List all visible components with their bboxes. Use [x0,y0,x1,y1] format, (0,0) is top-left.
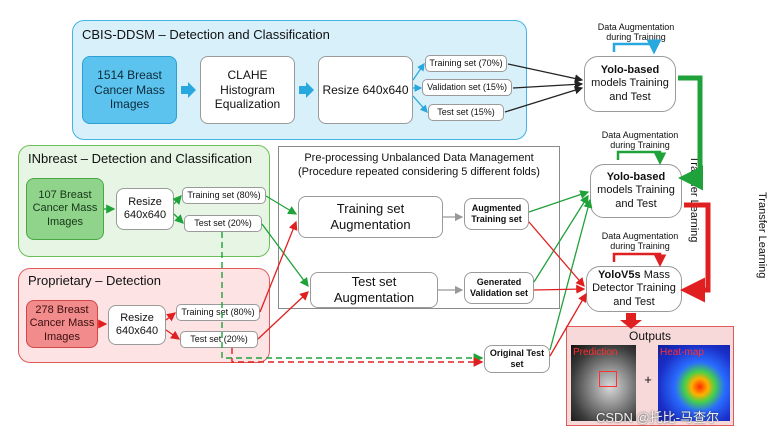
proprietary-test-node: Test set (20%) [180,331,258,348]
model3-bold: YoloV5s [598,269,641,282]
cbis-clahe-node: CLAHE Histogram Equalization [200,56,295,124]
test-aug-node: Test set Augmentation [310,272,438,308]
transfer-learning-label-2: Transfer Learning [756,192,768,279]
proprietary-resize-node: Resize 640x640 [108,305,166,345]
original-label: Original Test set [489,348,545,369]
transfer-learning-label-1: Transfer Learning [688,156,700,243]
inbreast-train-node: Training set (80%) [182,187,266,204]
aug-loop-3 [612,252,667,267]
aug-loop-1 [612,39,662,55]
inbreast-resize-node: Resize 640x640 [116,188,174,230]
proprietary-input-label: 278 Breast Cancer Mass Images [29,304,95,343]
aug-label-1: Data Augmentation during Training [597,22,675,43]
proprietary-test-label: Test set (20%) [190,334,248,345]
inbreast-resize-label: Resize 640x640 [123,195,167,221]
cbis-ddsm-title: CBIS-DDSM – Detection and Classification [82,27,330,42]
inbreast-input-label: 107 Breast Cancer Mass Images [32,189,98,228]
cbis-clahe-label: CLAHE Histogram Equalization [214,68,281,112]
model3-text: YoloV5s Mass Detector Training and Test [587,269,681,309]
generated-node: Generated Validation set [464,272,534,304]
cbis-resize-label: Resize 640x640 [322,82,409,97]
cbis-resize-node: Resize 640x640 [318,56,413,124]
test-aug-label: Test set Augmentation [333,274,415,305]
inbreast-test-node: Test set (20%) [184,215,262,232]
cbis-val-node: Validation set (15%) [422,79,512,96]
prediction-image: Prediction [571,345,636,421]
proprietary-input-node: 278 Breast Cancer Mass Images [26,300,98,348]
aug-label-2: Data Augmentation during Training [601,130,679,151]
proprietary-train-node: Training set (80%) [176,304,260,321]
preprocessing-title-line1: Pre-processing Unbalanced Data Managemen… [304,152,534,164]
cbis-test-node: Test set (15%) [428,104,504,121]
model1-bold: Yolo-based [600,64,660,77]
cbis-train-label: Training set (70%) [429,58,503,69]
aug-loop-2 [616,150,667,165]
outputs-title: Outputs [628,329,672,343]
cbis-test-label: Test set (15%) [437,107,495,118]
prediction-label: Prediction [573,347,618,358]
original-node: Original Test set [484,345,550,373]
plus-sign: + [644,372,652,387]
model2-rest: models Training and Test [597,184,675,210]
cbis-val-label: Validation set (15%) [427,82,507,93]
watermark: CSDN @托比-马查尔 [596,410,719,425]
preprocessing-title-line2: (Procedure repeated considering 5 differ… [298,166,540,179]
model3-node: YoloV5s Mass Detector Training and Test [586,266,682,312]
augmented-node: Augmented Training set [464,198,529,230]
inbreast-title: INbreast – Detection and Classification [28,151,253,166]
aug-label-3: Data Augmentation during Training [601,231,679,252]
cbis-input-node: 1514 Breast Cancer Mass Images [82,56,177,124]
proprietary-title: Proprietary – Detection [28,273,161,288]
cbis-input-label: 1514 Breast Cancer Mass Images [94,68,165,112]
preprocessing-title: Pre-processing Unbalanced Data Managemen… [280,151,558,180]
model2-bold: Yolo-based [606,171,666,184]
heatmap-label: Heat-map [660,347,704,358]
train-aug-node: Training set Augmentation [298,196,443,238]
proprietary-train-label: Training set (80%) [181,307,255,318]
heatmap-image: Heat-map [658,345,730,421]
augmented-label: Augmented Training set [471,203,522,224]
proprietary-resize-label: Resize 640x640 [115,311,159,337]
model1-rest: models Training and Test [591,77,669,103]
train-aug-label: Training set Augmentation [330,201,411,232]
inbreast-train-label: Training set (80%) [187,190,261,201]
prediction-box [599,371,617,387]
generated-label: Generated Validation set [469,277,529,298]
cbis-train-node: Training set (70%) [425,55,507,72]
model3-rest: Mass Detector Training and Test [592,269,676,308]
inbreast-input-node: 107 Breast Cancer Mass Images [26,178,104,240]
inbreast-test-label: Test set (20%) [194,218,252,229]
